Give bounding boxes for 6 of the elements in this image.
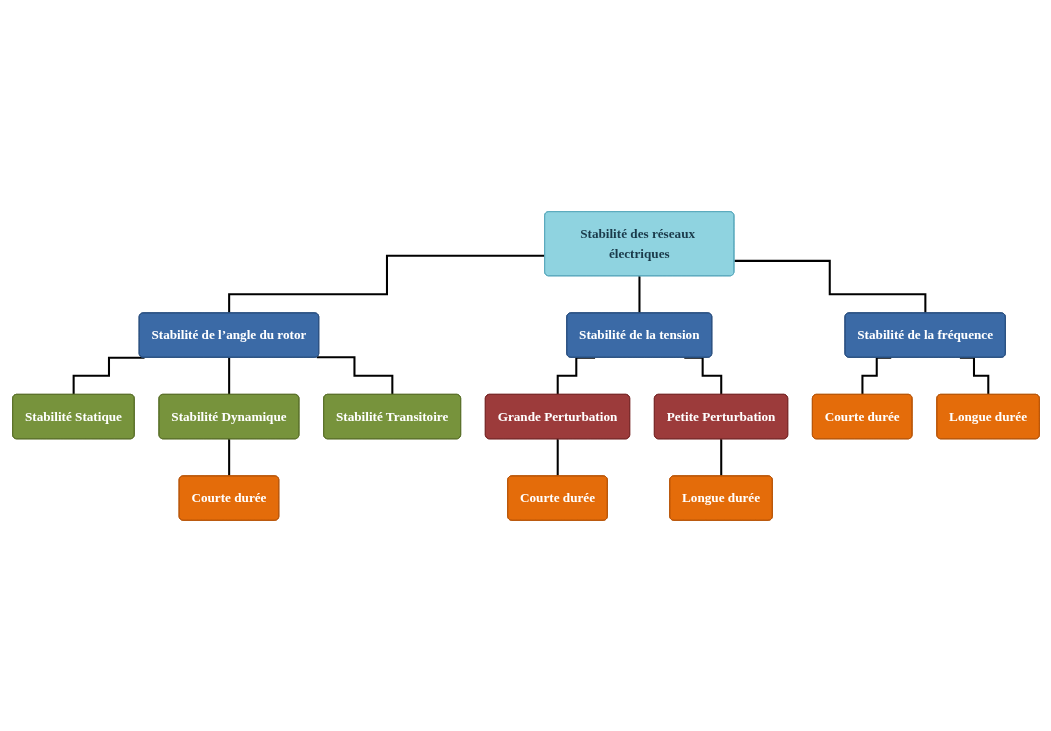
connector [637,274,641,314]
connector [227,254,545,314]
connector [733,259,927,314]
connector [719,437,722,477]
connector [556,437,559,477]
connector [227,437,230,477]
